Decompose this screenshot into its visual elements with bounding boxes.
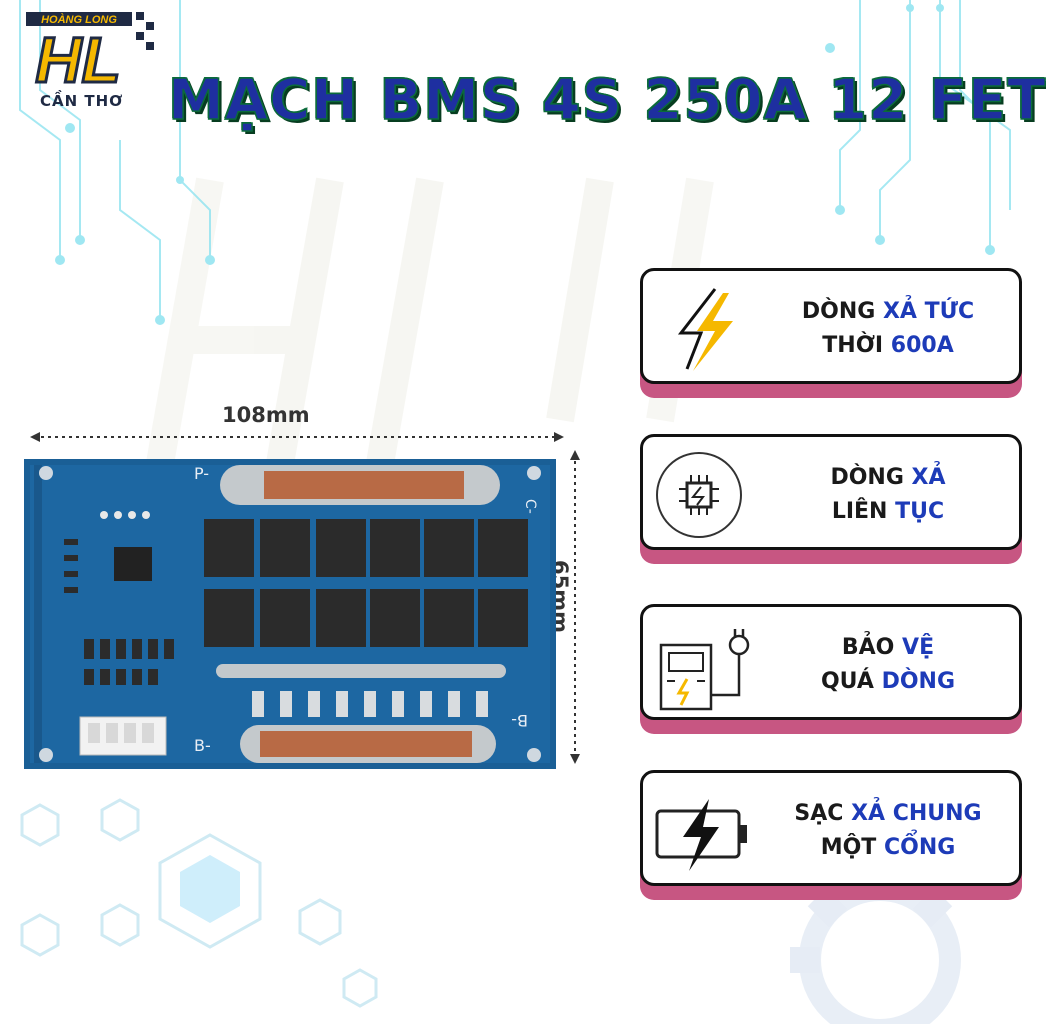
logo-mark-icon: HOÀNG LONG HL <box>26 12 154 98</box>
feature-2-line2-b: TỤC <box>895 499 945 524</box>
card-box: DÒNG XẢ TỨC THỜI 600A <box>640 268 1022 384</box>
feature-4-line1-b: XẢ CHUNG <box>851 801 982 826</box>
feature-4-line2-a: MỘT <box>820 835 884 860</box>
feature-card-continuous-discharge: DÒNG XẢ LIÊN TỤC <box>640 434 1022 564</box>
feature-4-line1-a: SẠC <box>794 801 852 826</box>
chip-icon <box>656 452 742 538</box>
feature-card-overcurrent-protection: BẢO VỆ QUÁ DÒNG <box>640 604 1022 734</box>
feature-2-line1-a: DÒNG <box>830 465 912 490</box>
feature-3-line1-b: VỆ <box>902 635 935 660</box>
bms-pcb-board: P- C- B- B- <box>24 459 556 769</box>
logo-name: HOÀNG LONG <box>41 13 117 26</box>
meter-plug-icon <box>659 629 750 711</box>
feature-2-line1-b: XẢ <box>911 465 946 490</box>
feature-1-line1-a: DÒNG <box>801 299 883 324</box>
feature-card-shared-port: SẠC XẢ CHUNG MỘT CỔNG <box>640 770 1022 900</box>
feature-4-line2-b: CỔNG <box>883 835 956 860</box>
feature-2-line2-a: LIÊN <box>831 499 896 524</box>
feature-1-line1-b: XẢ TỨC <box>882 299 975 324</box>
pcb-label-p-minus: P- <box>194 464 209 483</box>
logo-city: CẦN THƠ <box>40 92 124 110</box>
battery-charge-icon <box>655 799 747 871</box>
feature-card-peak-discharge: DÒNG XẢ TỨC THỜI 600A <box>640 268 1022 398</box>
lightning-icon <box>677 288 733 371</box>
logo-letters: HL <box>35 24 120 96</box>
pcb-label-b-minus-right: B- <box>511 711 528 730</box>
page-title: MẠCH BMS 4S 250A 12 FET <box>167 67 1046 134</box>
pcb-label-b-minus-left: B- <box>194 736 211 755</box>
width-dimension-label: 108mm <box>222 403 310 427</box>
feature-1-line2-a: THỜI <box>822 333 891 358</box>
pcb-label-c-minus: C- <box>522 499 538 514</box>
feature-3-line2-b: DÒNG <box>881 669 955 694</box>
feature-3-line1-a: BẢO <box>841 635 903 660</box>
card-box: BẢO VỆ QUÁ DÒNG <box>640 604 1022 720</box>
card-box: DÒNG XẢ LIÊN TỤC <box>640 434 1022 550</box>
card-box: SẠC XẢ CHUNG MỘT CỔNG <box>640 770 1022 886</box>
feature-3-line2-a: QUÁ <box>820 669 882 694</box>
feature-1-line2-b: 600A <box>890 333 954 358</box>
brand-logo: HOÀNG LONG HL CẦN THƠ <box>8 6 158 116</box>
